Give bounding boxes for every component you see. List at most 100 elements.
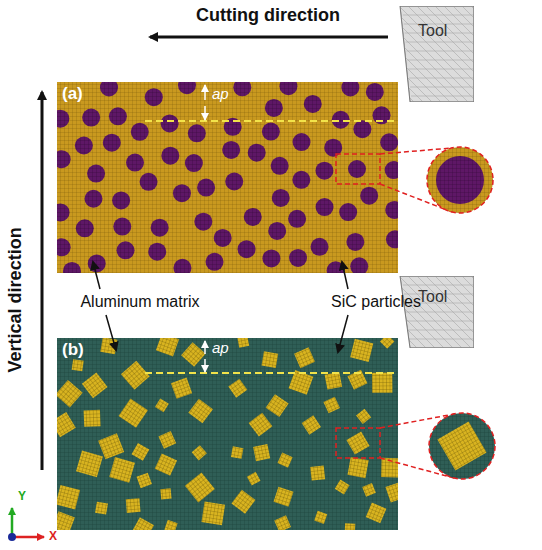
- sic-particle: [288, 210, 306, 228]
- sic-particle: [274, 515, 291, 530]
- sic-particle: [294, 347, 315, 368]
- sic-particle: [302, 415, 321, 434]
- sic-particle: [84, 410, 101, 427]
- sic-particle: [171, 378, 192, 399]
- sic-particle: [323, 397, 340, 414]
- sic-particle: [76, 450, 103, 477]
- sic-particle: [160, 488, 171, 499]
- tool-label: Tool: [418, 288, 474, 306]
- sic-particle: [156, 338, 179, 356]
- sic-particle: [262, 123, 280, 141]
- sic-particle: [341, 82, 359, 96]
- sic-particle: [75, 137, 93, 155]
- workpiece-panel: (b): [57, 338, 398, 530]
- sic-particle: [84, 190, 102, 208]
- sic-particle: [109, 457, 135, 483]
- sic-particle: [316, 198, 334, 216]
- sic-particle: [339, 203, 357, 221]
- sic-particle: [132, 517, 154, 530]
- sic-particle: [57, 511, 75, 530]
- sic-particle: [173, 184, 191, 202]
- sic-particle: [188, 399, 213, 424]
- sic-particle: [385, 161, 398, 179]
- sic-particle: [145, 88, 163, 106]
- sic-particle: [88, 254, 106, 272]
- sic-particle: [249, 413, 273, 437]
- sic-particle: [304, 95, 322, 113]
- sic-particle: [72, 359, 84, 371]
- sic-particle: [380, 338, 395, 349]
- sic-particle: [161, 114, 179, 132]
- sic-particle: [194, 213, 212, 231]
- sic-particle: [345, 523, 356, 530]
- tool-label: Tool: [418, 22, 474, 40]
- axis-label: Y: [18, 490, 26, 503]
- sic-particle: [293, 133, 311, 151]
- sic-particle: [57, 238, 71, 256]
- depth-label: ap: [212, 86, 229, 103]
- sic-particle: [214, 229, 232, 247]
- sic-particle: [121, 361, 150, 390]
- sic-particle: [277, 453, 292, 468]
- direction-label: Vertical direction: [6, 227, 26, 372]
- sic-particle: [201, 502, 225, 526]
- panel-label: (b): [62, 341, 398, 360]
- sic-particle: [332, 111, 350, 129]
- sic-particle: [151, 219, 169, 237]
- sic-particle: [353, 120, 371, 138]
- sic-particle: [109, 107, 127, 125]
- sic-particle: [185, 472, 215, 502]
- sic-particle: [126, 498, 141, 513]
- sic-particle: [192, 445, 207, 460]
- sic-particle: [380, 133, 398, 151]
- depth-label: ap: [212, 340, 229, 357]
- sic-particle: [112, 191, 130, 209]
- sic-particle: [185, 154, 203, 172]
- sic-particle: [348, 457, 369, 478]
- sic-particle: [314, 511, 327, 524]
- workpiece-panel: (a): [57, 82, 398, 273]
- direction-label: Cutting direction: [196, 6, 340, 26]
- sic-particle: [346, 431, 369, 454]
- sic-particle: [98, 433, 124, 459]
- sic-particle: [346, 233, 364, 251]
- sic-particle: [63, 262, 81, 273]
- sic-particle: [178, 82, 196, 94]
- sic-particle: [233, 82, 251, 96]
- sic-particle: [231, 446, 244, 459]
- sic-particle: [360, 187, 378, 205]
- sic-particle: [161, 147, 179, 165]
- tool-shape: [398, 276, 474, 348]
- sic-particle: [126, 154, 144, 172]
- tool-shape: [398, 6, 474, 102]
- sic-particle: [366, 83, 384, 101]
- cutting-tool: Tool: [398, 6, 474, 102]
- sic-particle: [366, 503, 387, 524]
- sic-particle: [113, 218, 131, 236]
- sic-particle: [119, 398, 148, 427]
- sic-particle: [228, 379, 247, 398]
- sic-particle: [57, 110, 69, 128]
- sic-particle: [87, 165, 105, 183]
- sic-particle: [310, 466, 325, 481]
- sic-particle: [82, 109, 100, 127]
- sic-particle: [272, 189, 290, 207]
- panel-label: (a): [62, 85, 398, 104]
- sic-particle: [279, 82, 297, 95]
- sic-particle: [164, 520, 177, 530]
- sic-particle: [173, 259, 191, 273]
- sic-particle: [57, 150, 71, 168]
- sic-particle: [262, 249, 280, 267]
- sic-particle: [231, 490, 255, 514]
- sic-particle: [248, 144, 266, 162]
- sic-particle: [222, 141, 240, 159]
- part-label: Aluminum matrix: [80, 293, 199, 311]
- sic-particle: [57, 485, 80, 510]
- sic-particle: [103, 134, 121, 152]
- axis-label: X: [49, 530, 57, 543]
- sic-particle: [386, 230, 398, 248]
- sic-particle: [136, 473, 151, 488]
- sic-particle: [225, 173, 243, 191]
- sic-particle: [82, 373, 108, 399]
- sic-particle: [292, 171, 310, 189]
